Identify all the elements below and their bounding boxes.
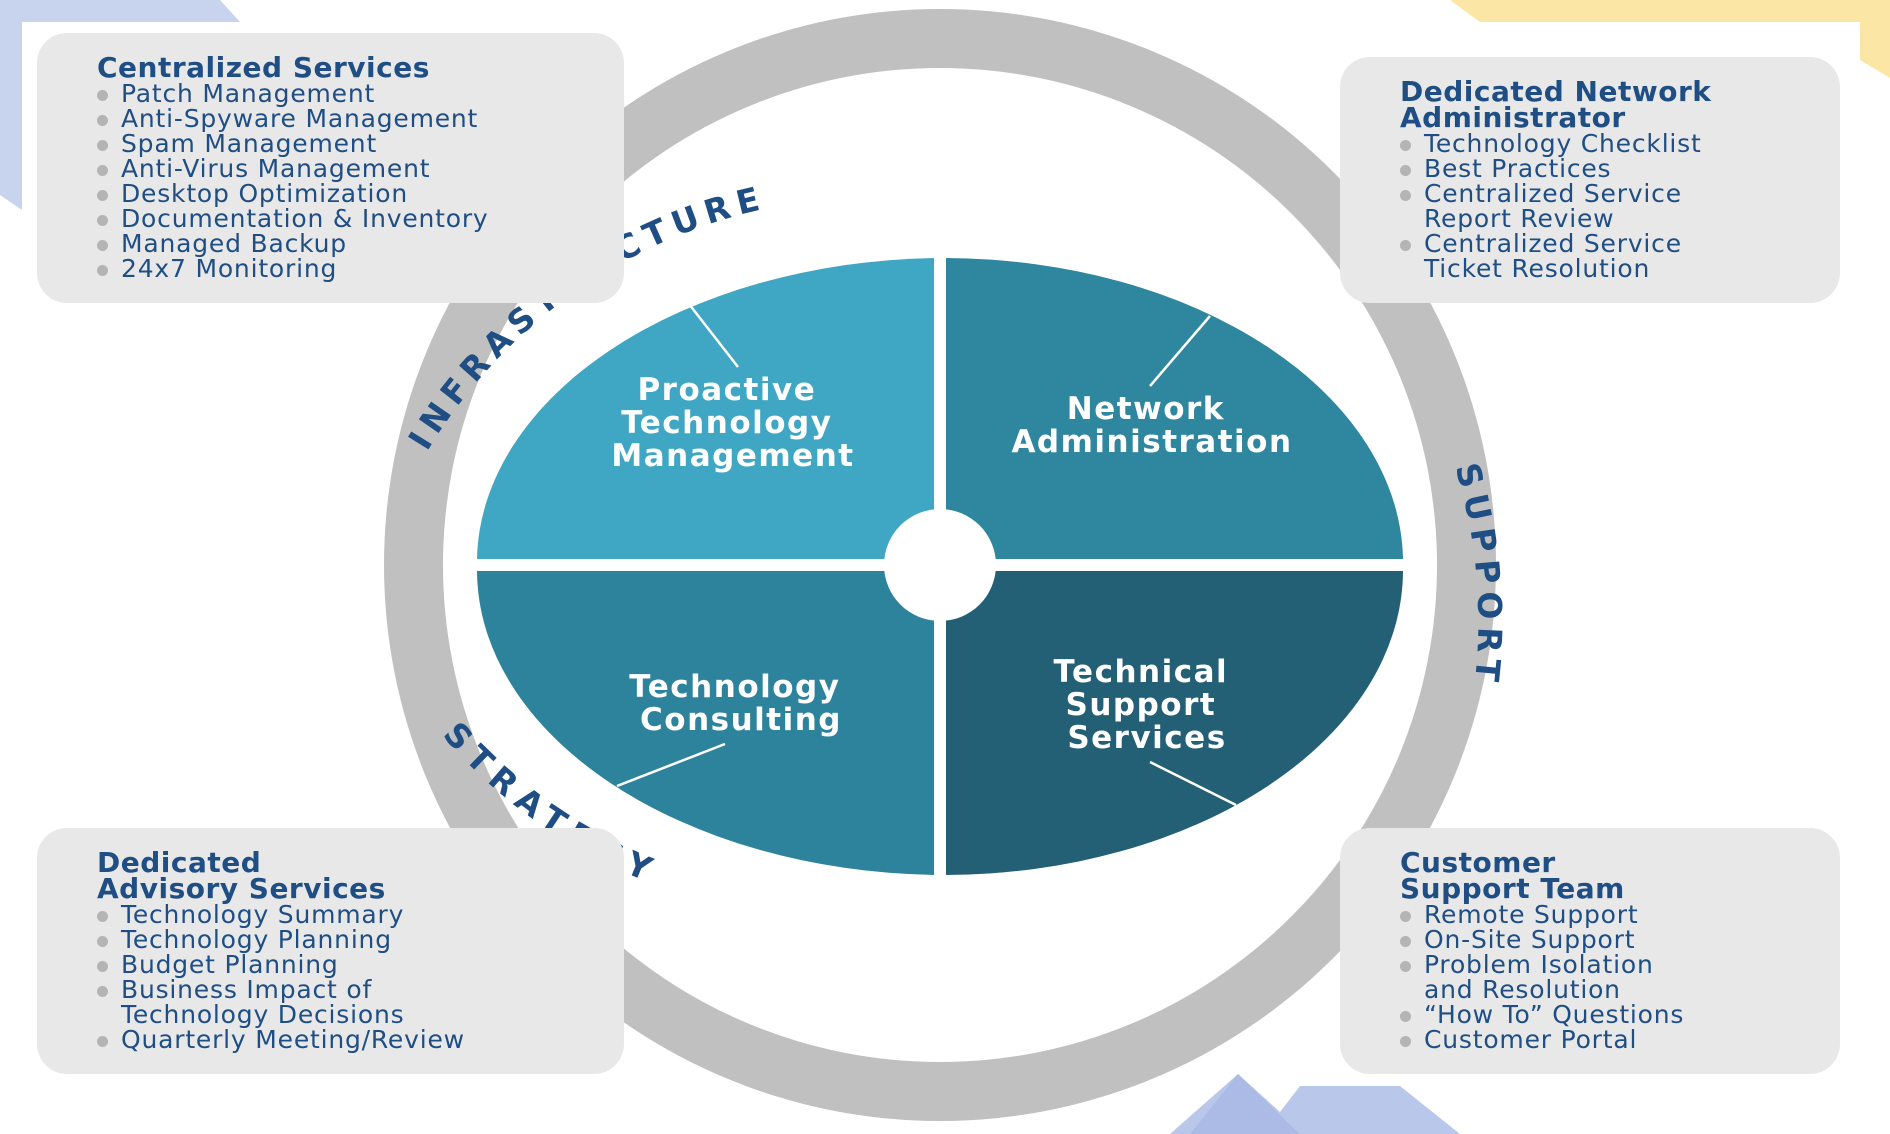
box-title: Dedicated Network Administrator	[1400, 75, 1712, 134]
quadrant-top-right	[946, 258, 1403, 559]
list-item: “How To” Questions	[1400, 1002, 1804, 1027]
decorative-shape-bottom-center	[1170, 1074, 1460, 1134]
list-item: Remote Support	[1400, 902, 1804, 927]
ring-divider-infra-support	[1225, 220, 1293, 298]
box-title: Customer Support Team	[1400, 846, 1625, 905]
list-item: Budget Planning	[97, 952, 588, 977]
center-hub	[884, 509, 996, 621]
ring-divider-strategy-infra	[558, 790, 602, 823]
list-item: Managed Backup	[97, 231, 588, 256]
list-item: Quarterly Meeting/Review	[97, 1027, 588, 1052]
list-item: Technology Checklist	[1400, 131, 1804, 156]
list-item: Anti-Spyware Management	[97, 106, 588, 131]
list-item: Desktop Optimization	[97, 181, 588, 206]
quadrant-title-bottom-right: Technical Support Services	[1054, 654, 1241, 756]
quadrant-title-top-left: Proactive Technology Management	[611, 372, 854, 474]
list-item: Customer Portal	[1400, 1027, 1804, 1052]
list-item: Spam Management	[97, 131, 588, 156]
quadrant-bottom-right	[946, 571, 1403, 875]
box-advisory-services: Dedicated Advisory Services Technology S…	[37, 828, 624, 1074]
list-item: Documentation & Inventory	[97, 206, 588, 231]
box-title: Dedicated Advisory Services	[97, 846, 386, 905]
quadrant-top-left	[477, 258, 934, 559]
list-item: Anti-Virus Management	[97, 156, 588, 181]
list-item: Patch Management	[97, 81, 588, 106]
quadrant-title-top-right: Network Administration	[1011, 391, 1292, 460]
connector-network-admin	[1149, 315, 1211, 387]
connector-customer-support	[1149, 760, 1237, 807]
decorative-shape-top-left	[0, 0, 240, 210]
connector-advisory	[616, 742, 726, 788]
quadrant-bottom-left	[477, 571, 934, 875]
box-title: Centralized Services	[97, 51, 430, 84]
list-item: On-Site Support	[1400, 927, 1804, 952]
box-network-administrator: Dedicated Network Administrator Technolo…	[1340, 57, 1840, 303]
decorative-shape-top-right	[1450, 0, 1890, 78]
list-item: 24x7 Monitoring	[97, 256, 588, 281]
list-item: Technology Summary	[97, 902, 588, 927]
list-item: Technology Planning	[97, 927, 588, 952]
list-item: Best Practices	[1400, 156, 1804, 181]
quadrant-title-bottom-left: Technology Consulting	[629, 669, 852, 738]
